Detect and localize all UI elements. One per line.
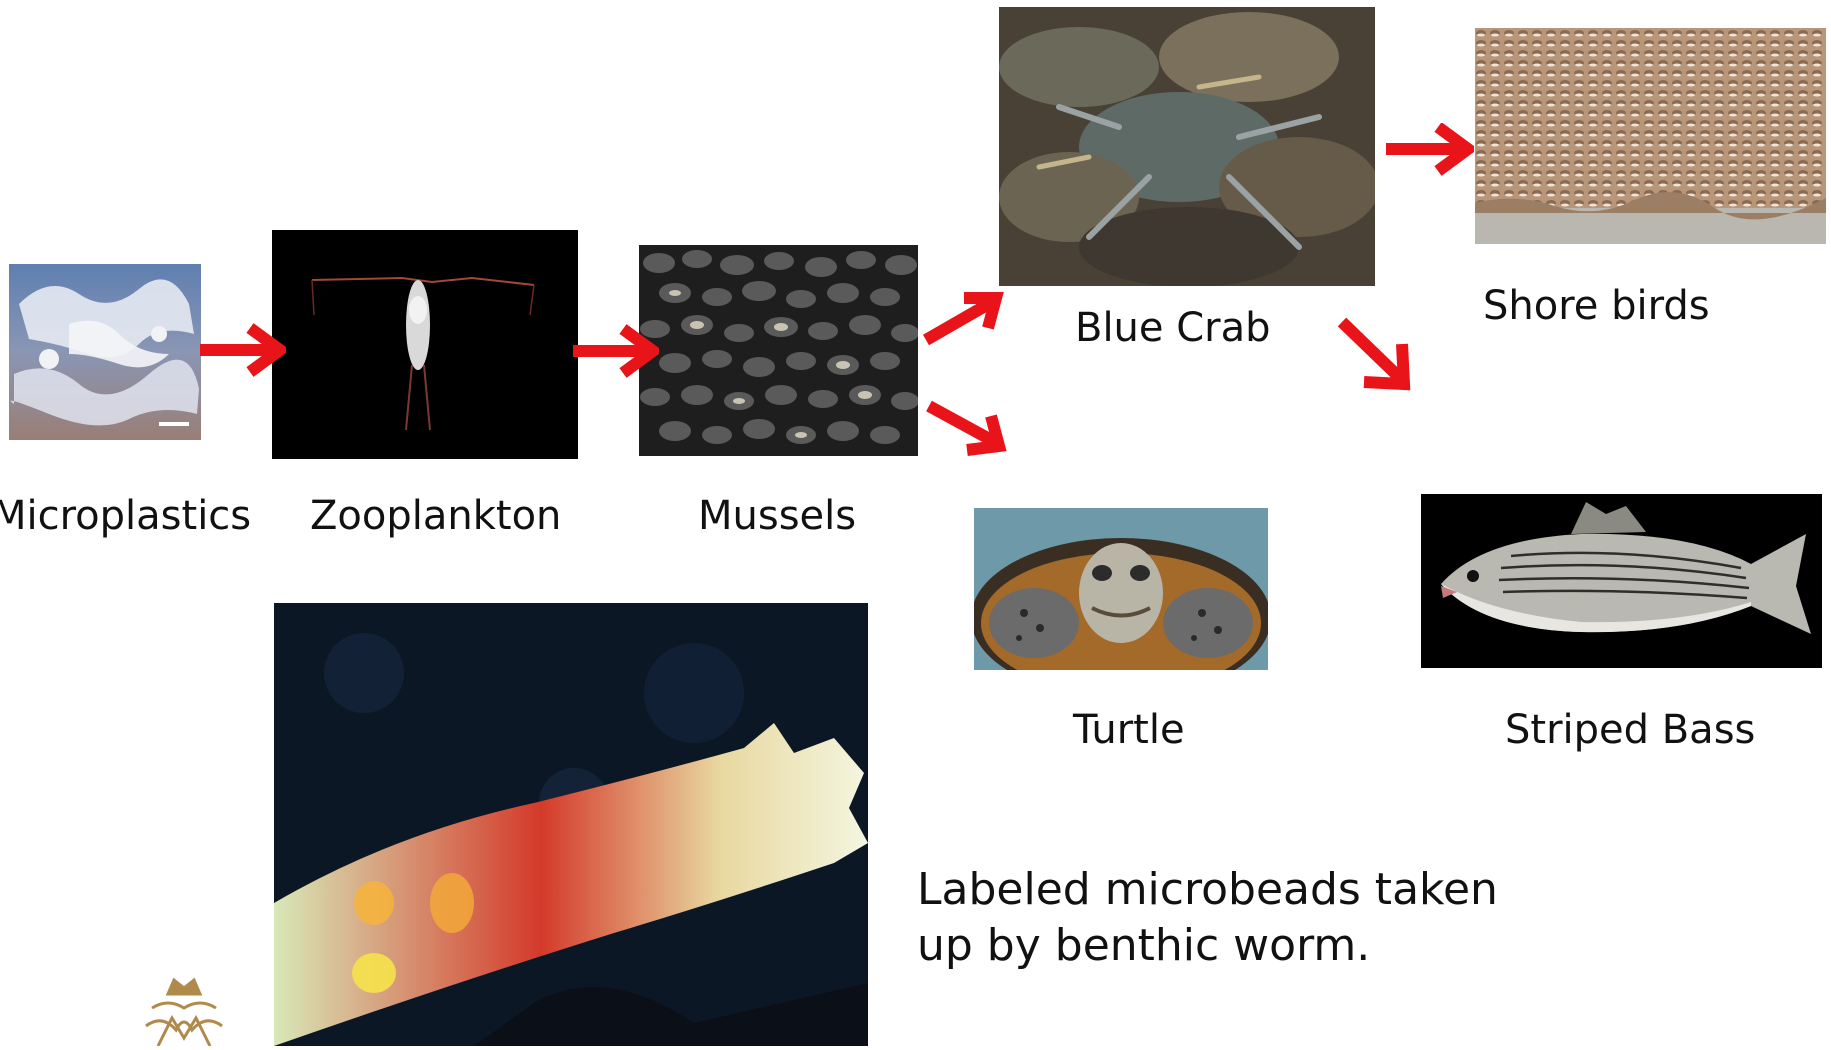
label-zooplankton: Zooplankton (310, 496, 561, 536)
caption-line-1: Labeled microbeads taken (917, 862, 1498, 918)
college-logo (132, 974, 236, 1046)
caption: Labeled microbeads taken up by benthic w… (917, 862, 1498, 974)
arrow-mussels-to-turtle (925, 400, 1007, 456)
arrow-blue-crab-to-striped-bass (1336, 316, 1414, 394)
label-shore-birds: Shore birds (1483, 286, 1710, 326)
arrow-microplastics-to-zooplankton (200, 322, 286, 378)
arrow-blue-crab-to-shore-birds (1386, 123, 1474, 179)
turtle-image (974, 508, 1268, 670)
microplastics-image (9, 264, 201, 440)
caption-line-2: up by benthic worm. (917, 918, 1498, 974)
arrow-zooplankton-to-mussels (573, 323, 659, 379)
striped-bass-image (1421, 494, 1822, 668)
blue-crab-image (999, 7, 1375, 286)
mussels-image (639, 245, 918, 456)
label-microplastics: Microplastics (0, 496, 251, 536)
benthic-worm-image (274, 603, 868, 1046)
label-mussels: Mussels (698, 496, 856, 536)
shore-birds-image (1475, 28, 1826, 244)
arrow-mussels-to-blue-crab (920, 290, 1004, 346)
label-striped-bass: Striped Bass (1505, 710, 1755, 750)
label-turtle: Turtle (1073, 710, 1185, 750)
zooplankton-image (272, 230, 578, 459)
label-blue-crab: Blue Crab (1075, 308, 1271, 348)
